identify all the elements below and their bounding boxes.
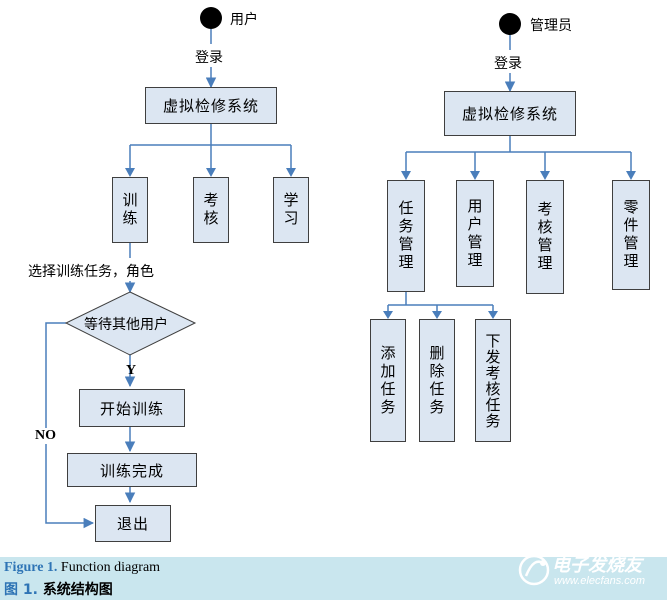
- label-admin: 管理员: [530, 18, 572, 34]
- box-task-management: 任务管理: [387, 180, 425, 292]
- start-node-user: [200, 7, 222, 29]
- caption-english: Figure 1. Function diagram: [4, 560, 160, 576]
- start-node-admin: [499, 13, 521, 35]
- watermark-name: 电子发烧友: [552, 555, 642, 576]
- watermark-logo: 电子发烧友 www.elecfans.com: [516, 548, 666, 598]
- label-login-left: 登录: [195, 47, 223, 67]
- arrow-decision-no: [45, 322, 95, 529]
- label-no: NO: [35, 428, 56, 444]
- label-select-task-role: 选择训练任务，角色: [28, 261, 154, 281]
- caption-cn-text: 系统结构图: [42, 582, 113, 598]
- box-exit: 退出: [95, 505, 171, 542]
- watermark-icon: [518, 554, 550, 586]
- box-user-management: 用户管理: [456, 180, 494, 287]
- box-exam-management: 考核管理: [526, 180, 564, 294]
- watermark-url: www.elecfans.com: [554, 575, 646, 587]
- box-delete-task: 删除任务: [419, 319, 455, 442]
- box-add-task: 添加任务: [370, 319, 406, 442]
- box-module-train: 训练: [112, 177, 148, 243]
- box-virtual-system-right: 虚拟检修系统: [444, 91, 576, 136]
- label-user: 用户: [230, 12, 258, 28]
- box-virtual-system-left: 虚拟检修系统: [145, 87, 277, 124]
- caption-bar: [0, 557, 667, 600]
- caption-chinese: 图 1. 系统结构图: [4, 579, 113, 599]
- branch-admin-system-to-modules: [405, 136, 632, 177]
- box-module-exam: 考核: [193, 177, 229, 243]
- branch-task-to-submodules: [387, 292, 494, 316]
- branch-system-to-modules: [129, 124, 292, 174]
- decision-diamond: [64, 291, 197, 356]
- box-issue-exam-task: 下发考核任务: [475, 319, 511, 442]
- caption-cn-prefix: 图 1.: [4, 582, 38, 598]
- box-training-complete: 训练完成: [67, 453, 197, 487]
- caption-en-text: Function diagram: [60, 560, 161, 575]
- box-start-training: 开始训练: [79, 389, 185, 427]
- box-module-study: 学习: [273, 177, 309, 243]
- caption-en-prefix: Figure 1.: [4, 560, 58, 575]
- label-login-right: 登录: [494, 53, 522, 73]
- decision-text: 等待其他用户: [84, 317, 168, 333]
- box-parts-management: 零件管理: [612, 180, 650, 290]
- label-yes: Y: [126, 363, 137, 378]
